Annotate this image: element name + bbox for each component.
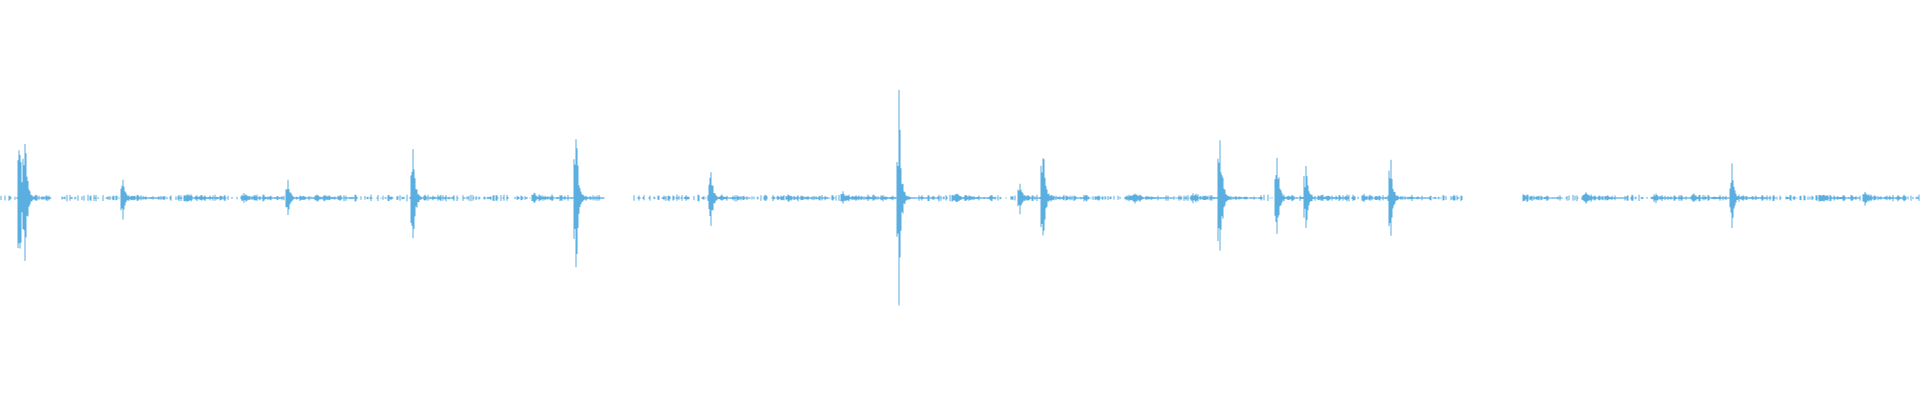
waveform-trace xyxy=(0,89,1920,306)
waveform-layer xyxy=(0,89,1920,306)
